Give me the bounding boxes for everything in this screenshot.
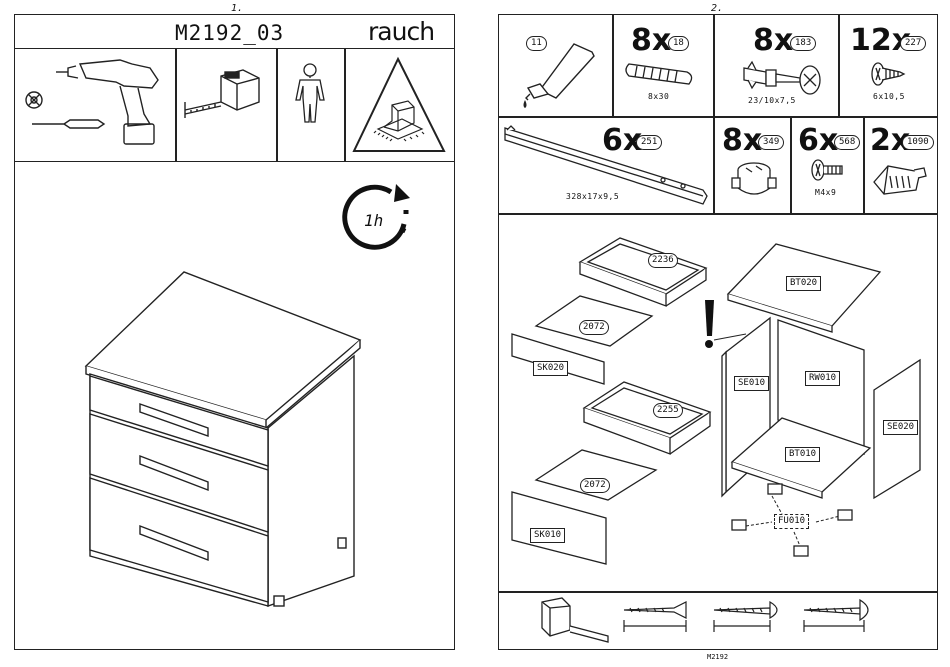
hardware-dims-screw: 6x10,5 <box>873 92 905 101</box>
hardware-code-connector: 183 <box>790 36 816 51</box>
part-drawer-box-top: 2236 <box>648 253 678 268</box>
bolt-icon <box>810 158 850 184</box>
tape-measure-icon <box>181 62 271 132</box>
hardware-dims-bolt: M4x9 <box>815 188 836 197</box>
connector-bolt-icon <box>738 56 834 96</box>
glue-tube-icon <box>512 40 602 110</box>
part-drawer-box-bottom: 2255 <box>653 403 683 418</box>
wood-screw-round-head-icon <box>710 598 790 638</box>
person-icon <box>286 60 336 140</box>
screw-icon <box>870 60 910 90</box>
hardware-code-foot: 1090 <box>902 135 934 150</box>
page-number-2: 2. <box>711 3 723 14</box>
hardware-qty-cam: 8x <box>722 126 762 156</box>
wood-screw-pan-head-icon <box>800 598 880 638</box>
hardware-dims-dowel: 8x30 <box>648 92 669 101</box>
part-back-panel: RW010 <box>805 371 840 386</box>
part-front-bottom: SK010 <box>530 528 565 543</box>
exploded-assembly-diagram <box>500 222 935 582</box>
hardware-dims-connector: 23/10x7,5 <box>748 96 796 105</box>
part-side-right: SE020 <box>883 420 918 435</box>
part-front-top: SK020 <box>533 361 568 376</box>
tape-measure-icon-small <box>536 596 616 644</box>
hardware-code-dowel: 18 <box>668 36 689 51</box>
model-number: M2192_03 <box>175 21 284 45</box>
part-feet: FU010 <box>774 514 809 529</box>
wood-screw-countersunk-icon <box>620 598 700 638</box>
part-side-left: SE010 <box>734 376 769 391</box>
page-number-1: 1. <box>231 3 243 14</box>
assembly-time: 1h <box>364 211 383 230</box>
footer-model: M2192 <box>707 653 728 661</box>
hardware-qty-dowel: 8x <box>631 26 671 56</box>
hardware-code-bolt: 568 <box>834 135 860 150</box>
brand-logo: rauch <box>368 17 434 46</box>
nightstand-illustration <box>84 270 374 610</box>
cam-lock-icon <box>730 156 780 206</box>
part-drawer-bottom-bottom: 2072 <box>580 478 610 493</box>
part-drawer-bottom-top: 2072 <box>579 320 609 335</box>
warning-triangle-icon <box>352 55 452 157</box>
hardware-code-cam: 349 <box>758 135 784 150</box>
drill-icon <box>20 54 170 154</box>
hardware-code-screw: 227 <box>900 36 926 51</box>
hardware-dims-rail: 328x17x9,5 <box>566 192 619 201</box>
foot-glide-icon <box>870 160 930 200</box>
part-top-panel: BT020 <box>786 276 821 291</box>
hardware-qty-bolt: 6x <box>798 126 838 156</box>
dowel-icon <box>625 58 705 88</box>
part-base-panel: BT010 <box>785 447 820 462</box>
hardware-qty-connector: 8x <box>753 26 793 56</box>
